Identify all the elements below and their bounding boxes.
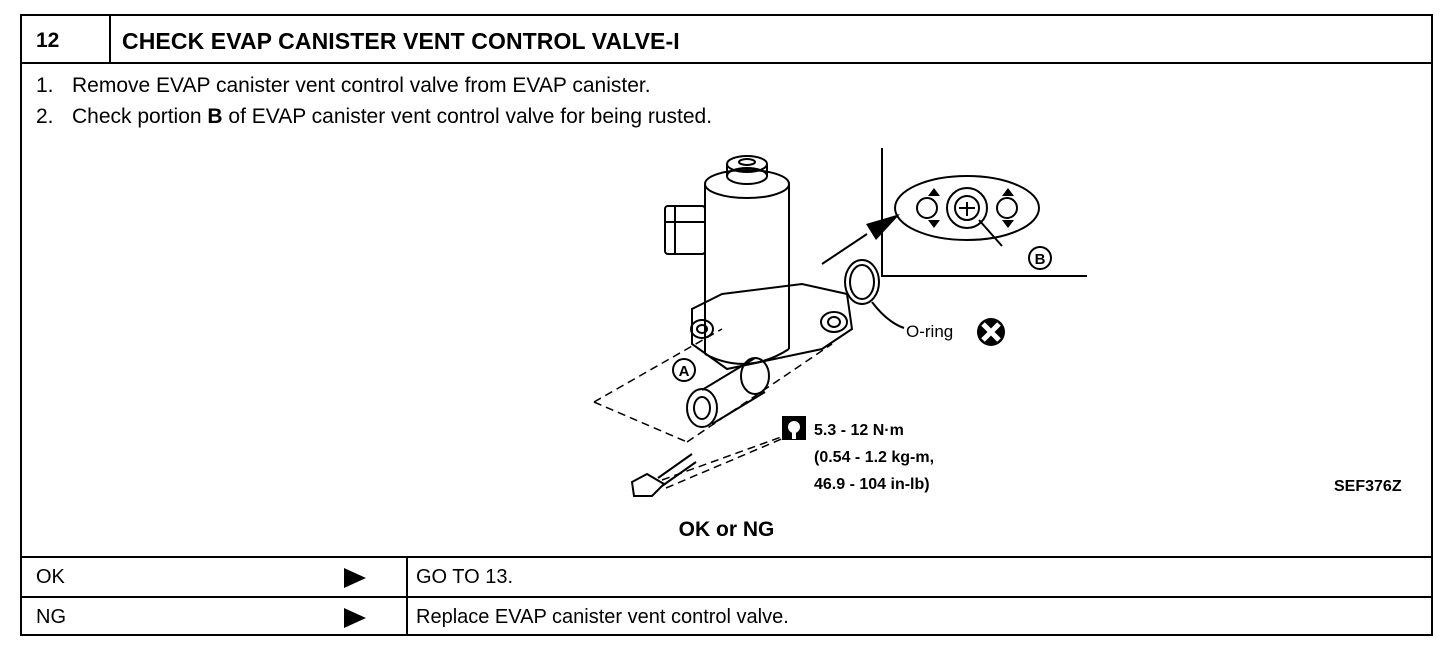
row-divider [406, 558, 408, 596]
vent-port-inner [954, 195, 980, 221]
arrow-right-icon [344, 568, 366, 588]
result-row-ok: OK GO TO 13. [22, 556, 1431, 596]
step-header: 12 CHECK EVAP CANISTER VENT CONTROL VALV… [22, 16, 1431, 64]
label-a: A [679, 363, 690, 380]
valve-illustration: A B O-ring 5.3 - 12 N·m (0.54 - 1.2 kg-m… [593, 148, 1087, 497]
label-b-callout: B [1028, 246, 1052, 270]
result-action: Replace EVAP canister vent control valve… [416, 606, 789, 628]
label-b: B [1035, 251, 1046, 268]
o-ring-label: O-ring [906, 322, 953, 341]
vent-port-outer [946, 187, 988, 229]
result-row-ng: NG Replace EVAP canister vent control va… [22, 596, 1431, 636]
inset-frame [881, 148, 1087, 277]
torque-spec: 5.3 - 12 N·m (0.54 - 1.2 kg-m, 46.9 - 10… [814, 422, 939, 493]
instruction-step-2: 2. Check portion B of EVAP canister vent … [36, 105, 712, 129]
step-index: 2. [36, 105, 54, 128]
figure-code: SEF376Z [1334, 478, 1402, 495]
step-index: 1. [36, 74, 54, 97]
part-a-opening [686, 388, 718, 428]
step-text-post: of EVAP canister vent control valve for … [222, 105, 713, 128]
triangle-mark [928, 188, 940, 196]
bolt-head [630, 472, 666, 497]
step-text-pre: Check portion [72, 105, 208, 128]
electrical-connector [664, 205, 706, 255]
ok-or-ng-heading: OK or NG [678, 518, 775, 541]
step-number: 12 [36, 29, 60, 52]
result-action: GO TO 13. [416, 566, 514, 588]
torque-wrench-icon [782, 416, 806, 440]
mount-hole-right [996, 197, 1018, 219]
valve-face-outline [894, 175, 1040, 241]
result-label: NG [36, 606, 66, 628]
header-divider [109, 16, 111, 62]
valve-flange [691, 282, 854, 371]
instruction-step-1: 1. Remove EVAP canister vent control valv… [36, 74, 651, 98]
mount-hole-left [916, 197, 938, 219]
guide-line [593, 328, 723, 403]
step-text: Remove EVAP canister vent control valve … [72, 74, 651, 97]
result-label: OK [36, 566, 65, 588]
direction-arrow-stem [821, 233, 868, 265]
direction-arrow-head [866, 214, 900, 240]
procedure-table: 12 CHECK EVAP CANISTER VENT CONTROL VALV… [20, 14, 1433, 636]
step-text-bold: B [207, 105, 223, 128]
o-ring-shape [844, 259, 880, 305]
do-not-reuse-icon [977, 318, 1005, 346]
label-a-callout: A [672, 358, 696, 382]
row-divider [406, 598, 408, 636]
arrow-right-icon [344, 608, 366, 628]
step-title: CHECK EVAP CANISTER VENT CONTROL VALVE-I [122, 28, 680, 54]
